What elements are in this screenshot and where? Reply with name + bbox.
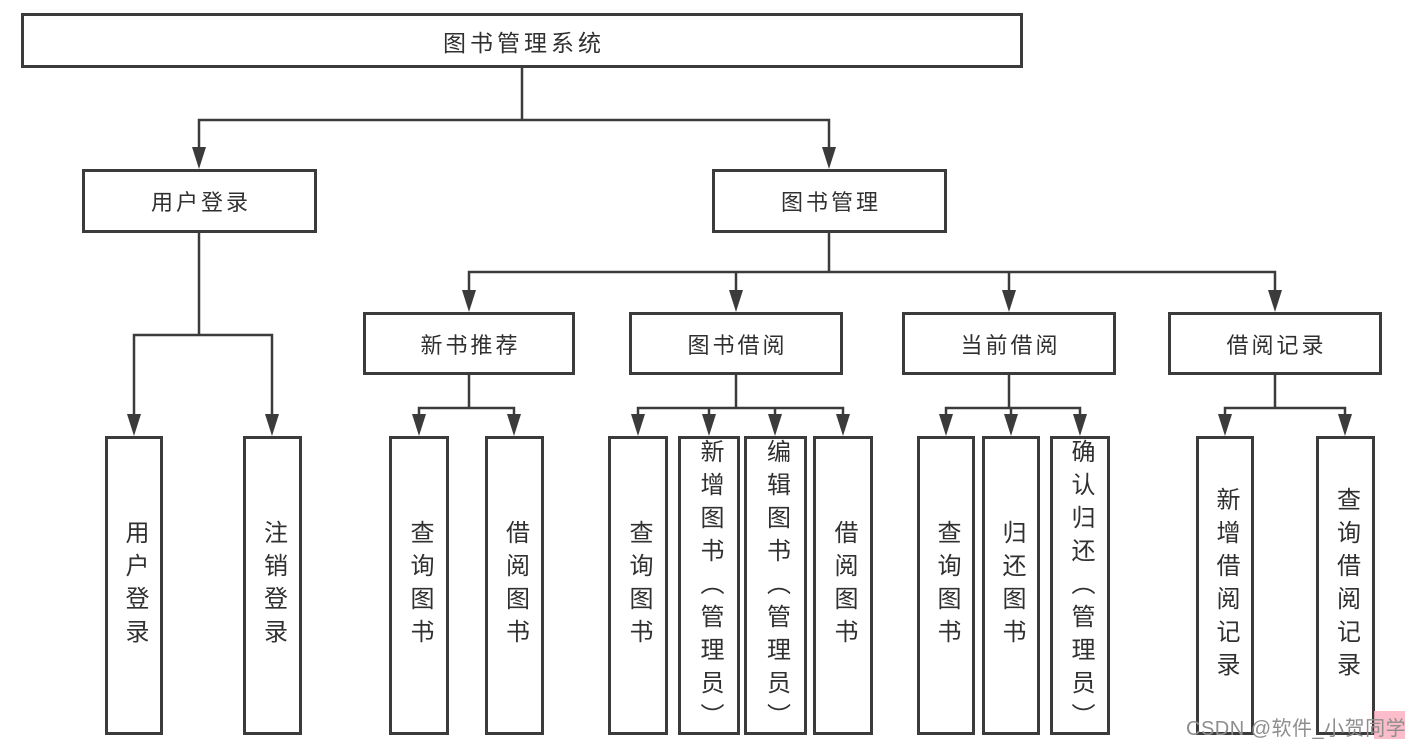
node-borrow-records: 借阅记录 — [1168, 312, 1382, 375]
leaf-add-book-admin: 新增图书（管理员） — [678, 436, 740, 736]
node-label: 查询图书 — [406, 519, 433, 652]
node-label: 编辑图书（管理员） — [762, 439, 790, 736]
leaf-add-borrow-record: 新增借阅记录 — [1196, 436, 1254, 735]
node-label: 新增借阅记录 — [1212, 486, 1239, 685]
node-label: 注销登录 — [259, 519, 287, 652]
node-label: 借阅图书 — [501, 519, 529, 652]
leaf-borrow-books: 借阅图书 — [813, 436, 873, 735]
node-label: 新书推荐 — [420, 332, 521, 358]
node-new-book-recommend: 新书推荐 — [363, 312, 575, 375]
leaf-borrow-books-recommend: 借阅图书 — [485, 436, 544, 735]
leaf-query-borrow-record: 查询借阅记录 — [1316, 436, 1375, 735]
node-label: 新增图书（管理员） — [696, 439, 723, 736]
node-library-management-system: 图书管理系统 — [21, 13, 1023, 68]
leaf-confirm-return-admin: 确认归还（管理员） — [1050, 436, 1110, 736]
leaf-query-books-recommend: 查询图书 — [389, 436, 449, 735]
leaf-user-login: 用户登录 — [105, 436, 163, 735]
node-book-borrow: 图书借阅 — [629, 312, 843, 375]
node-book-management: 图书管理 — [712, 169, 947, 233]
node-label: 归还图书 — [998, 519, 1025, 652]
node-label: 图书借阅 — [687, 332, 788, 358]
node-label: 借阅记录 — [1226, 332, 1327, 358]
node-label: 用户登录 — [150, 190, 251, 215]
node-label: 查询图书 — [933, 519, 960, 652]
node-label: 当前借阅 — [960, 332, 1061, 358]
leaf-query-books-borrow: 查询图书 — [608, 436, 668, 735]
node-label: 图书管理 — [780, 190, 881, 215]
node-label: 借阅图书 — [830, 519, 857, 652]
leaf-return-book: 归还图书 — [982, 436, 1040, 735]
node-label: 查询图书 — [625, 519, 652, 652]
node-user-login: 用户登录 — [82, 169, 317, 233]
node-label: 查询借阅记录 — [1332, 486, 1360, 685]
arrowheads — [127, 147, 1352, 436]
node-label: 确认归还（管理员） — [1067, 439, 1094, 736]
leaf-logout: 注销登录 — [243, 436, 302, 735]
watermark: CSDN @软件_小贺同学 — [1186, 712, 1405, 742]
node-label: 用户登录 — [121, 519, 148, 652]
node-label: 图书管理系统 — [443, 29, 605, 56]
node-current-borrow: 当前借阅 — [902, 312, 1116, 375]
leaf-edit-book-admin: 编辑图书（管理员） — [744, 436, 807, 736]
watermark-text: CSDN @软件_小贺同学 — [1186, 718, 1405, 740]
watermark-accent — [1374, 711, 1405, 739]
leaf-query-books-current: 查询图书 — [917, 436, 975, 735]
